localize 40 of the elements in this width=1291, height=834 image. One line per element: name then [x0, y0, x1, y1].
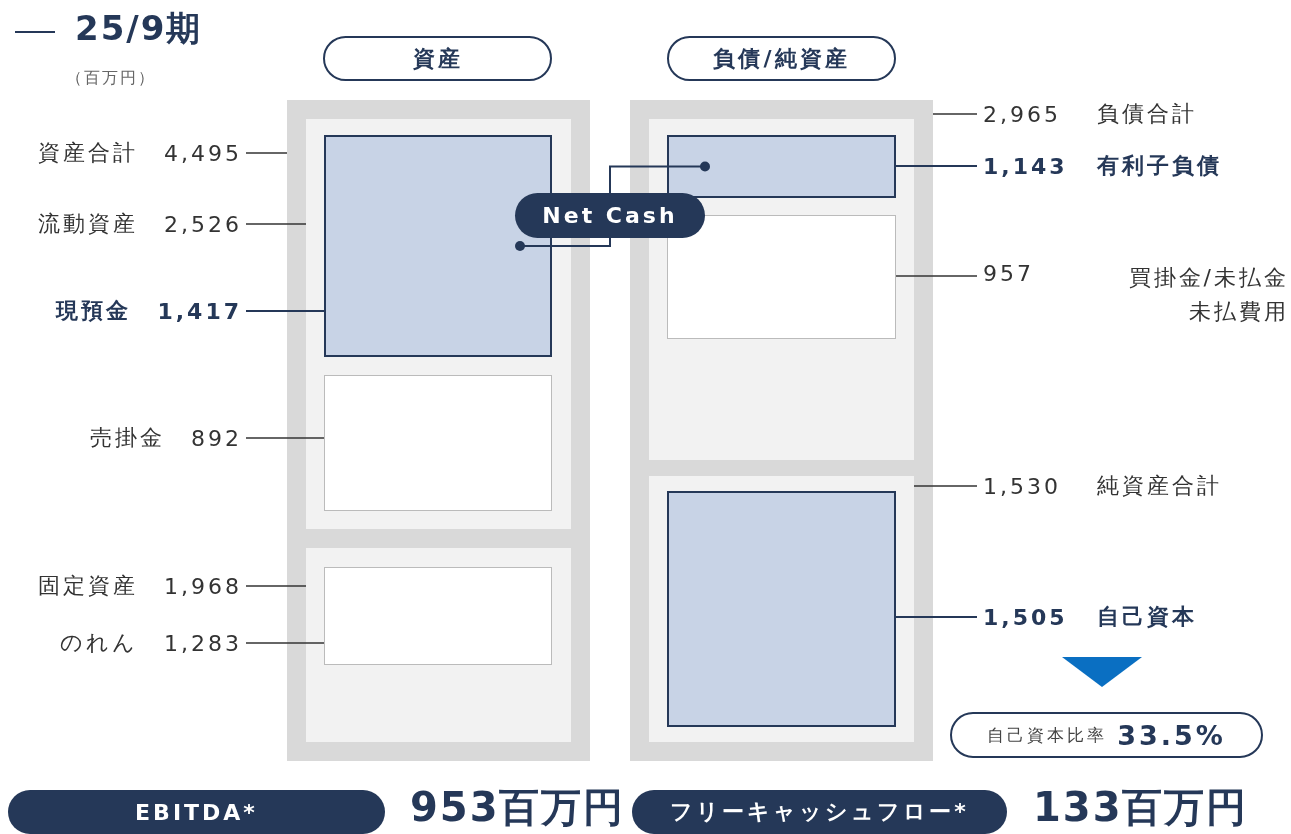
value-label: のれん 1,283	[10, 628, 242, 658]
asset-column-panel	[287, 100, 590, 761]
value-label: 資産合計 4,495	[10, 138, 242, 168]
leader-line	[245, 223, 307, 225]
goodwill-block	[324, 567, 552, 665]
value-label: 固定資産 1,968	[10, 571, 242, 601]
ratio-pill: 自己資本比率 33.5%	[950, 712, 1263, 758]
net-assets-panel	[649, 476, 914, 742]
value-label: 2,965 負債合計	[983, 99, 1283, 129]
metric-value: 953百万円	[410, 783, 626, 832]
net-cash-pill: Net Cash	[515, 193, 705, 238]
fixed-assets-panel	[306, 548, 571, 742]
leader-line	[245, 585, 307, 587]
metric-value: 133百万円	[1033, 783, 1249, 832]
value-label: 1,143 有利子負債	[983, 151, 1283, 181]
leader-line	[245, 437, 325, 439]
value-label: 流動資産 2,526	[10, 209, 242, 239]
header-pill: 資産	[323, 36, 552, 81]
leader-line	[895, 275, 978, 277]
debt-block	[667, 135, 896, 198]
value-label: 現預金 1,417	[10, 296, 242, 326]
unit-note: （百万円）	[66, 68, 156, 89]
value-label: 957 買掛金/未払金未払費用	[983, 261, 1289, 327]
leader-line	[932, 113, 978, 115]
leader-line	[245, 642, 325, 644]
connector-line	[609, 161, 710, 194]
value-label: 1,505 自己資本	[983, 602, 1283, 632]
leader-line	[895, 616, 978, 618]
leader-line	[245, 310, 325, 312]
leader-line	[895, 165, 978, 167]
value-label: 1,530 純資産合計	[983, 471, 1283, 501]
value-label: 売掛金 892	[10, 423, 242, 453]
leader-line	[913, 485, 978, 487]
equity-block	[667, 491, 896, 727]
header-pill: 負債/純資産	[667, 36, 896, 81]
metric-pill: EBITDA*	[8, 790, 385, 834]
metric-pill: フリーキャッシュフロー*	[632, 790, 1007, 834]
leader-line	[245, 152, 288, 154]
receivables-block	[324, 375, 552, 511]
title: 25/9期	[75, 7, 203, 50]
